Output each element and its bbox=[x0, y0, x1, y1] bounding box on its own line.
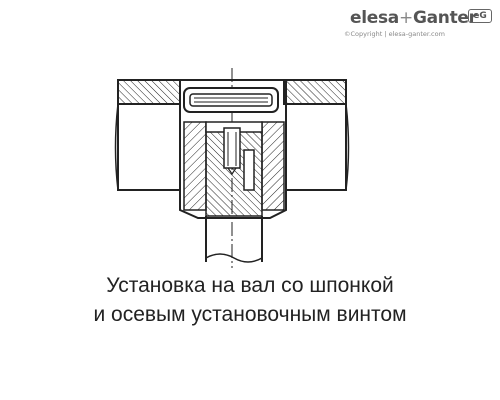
shaft-key bbox=[243, 149, 255, 191]
brand-logo: elesa+Ganter eG ©Copyright | elesa-gante… bbox=[304, 8, 494, 42]
brand-badge: eG bbox=[468, 9, 492, 23]
copyright-text: ©Copyright | elesa-ganter.com bbox=[344, 30, 445, 38]
rim-left bbox=[114, 79, 181, 191]
shaft bbox=[205, 216, 263, 263]
rim-right bbox=[283, 79, 350, 191]
caption-line-2: и осевым установочным винтом bbox=[93, 303, 407, 326]
set-screw bbox=[223, 127, 241, 176]
brand-name: elesa+Ganter bbox=[350, 8, 477, 28]
cover-cap bbox=[183, 87, 279, 113]
caption-line-1: Установка на вал со шпонкой bbox=[106, 274, 394, 297]
